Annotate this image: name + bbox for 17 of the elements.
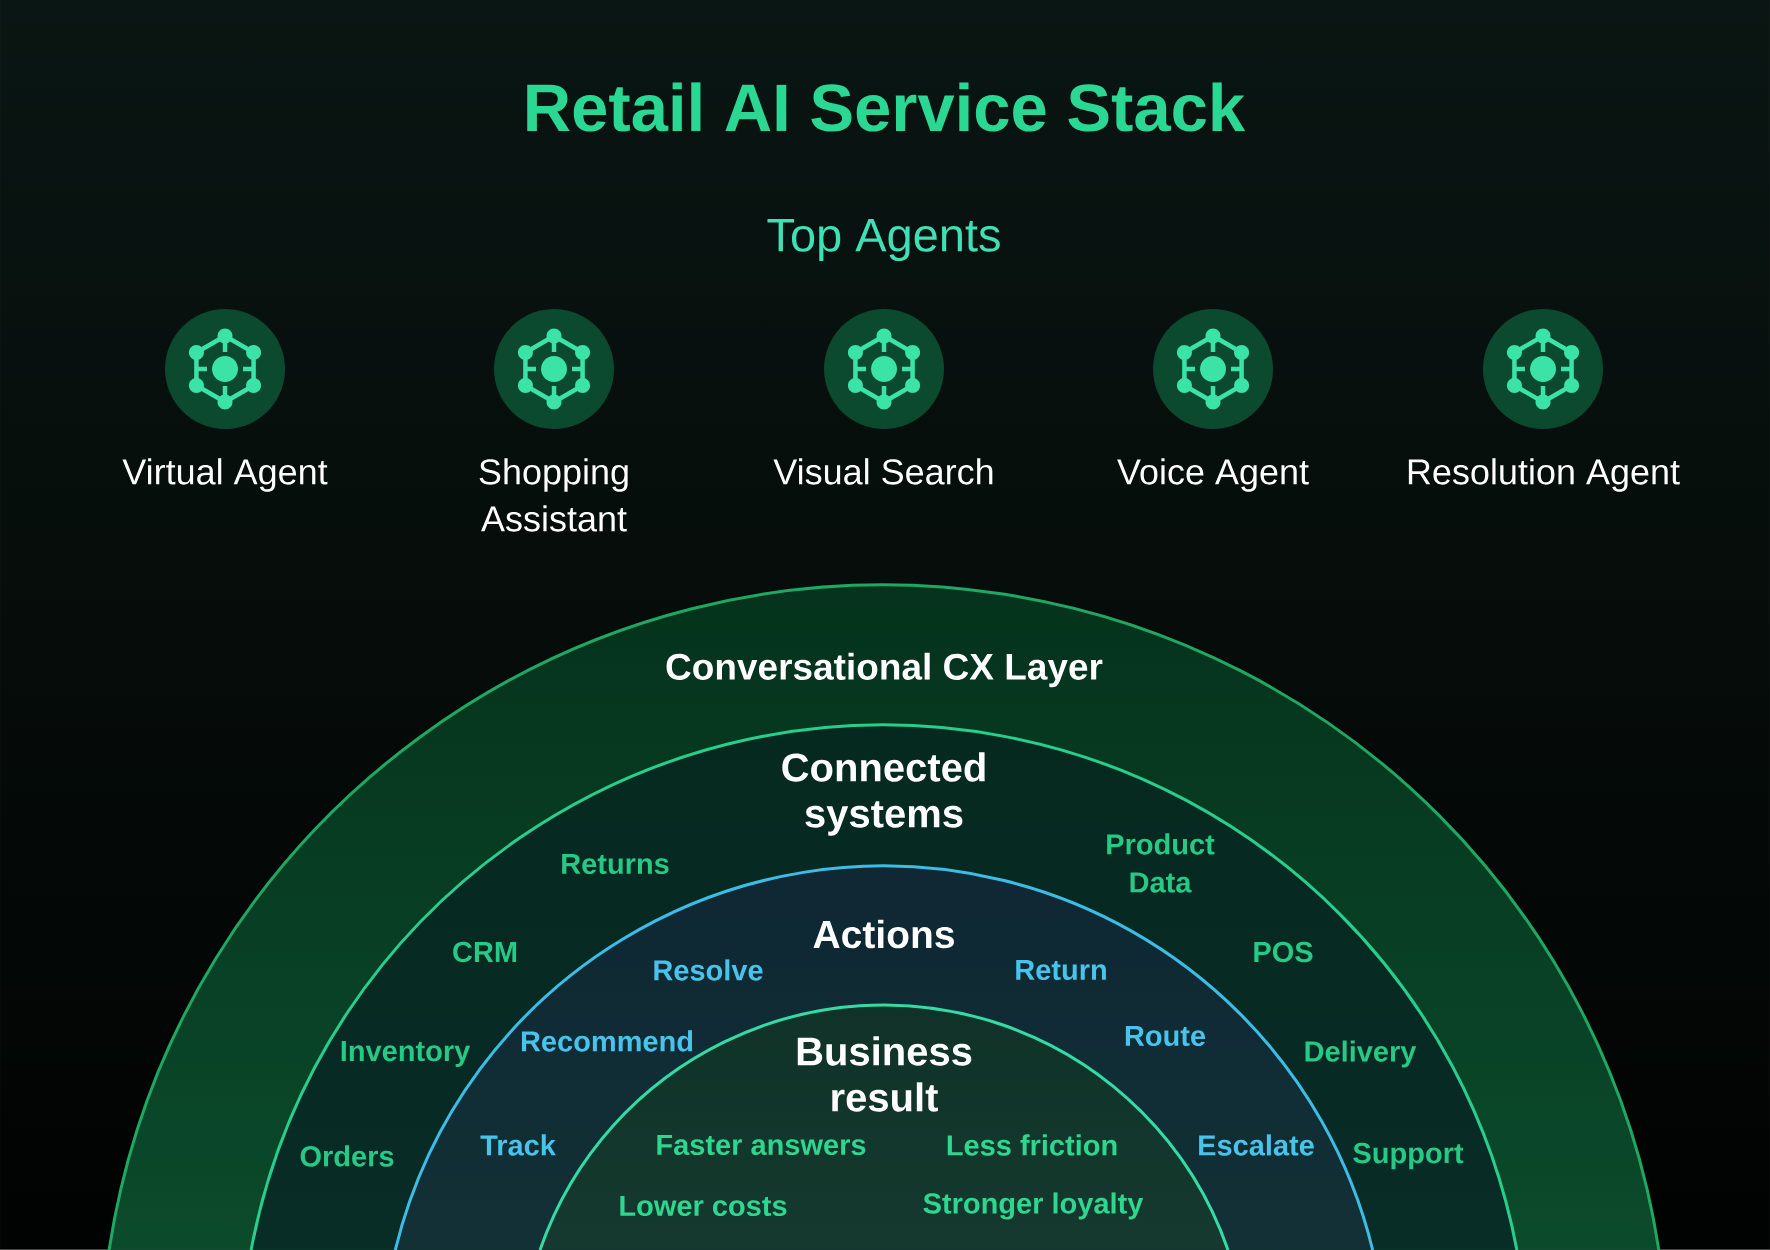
item-label: Return [1016, 959, 1106, 981]
agent-label: Shopping Assistant [479, 458, 628, 532]
item-label: Lower costs [620, 1195, 787, 1217]
item-label: Route [1125, 1025, 1206, 1047]
item-label: Faster answers [657, 1134, 866, 1156]
agent-label: Voice Agent [1117, 458, 1309, 492]
item-label: Less friction [947, 1134, 1117, 1156]
title: Retail AI Service Stack [527, 82, 1246, 132]
item-label: CRM [453, 941, 517, 963]
agent-label: Resolution Agent [1408, 458, 1680, 492]
item-label: Resolve [654, 959, 763, 981]
item-label: Orders [300, 1145, 394, 1167]
item-label: POS [1254, 941, 1313, 963]
section-heading: Top Agents [767, 218, 1000, 262]
agent-label: Visual Search [773, 458, 993, 485]
item-label: Stronger loyalty [923, 1192, 1144, 1220]
agent-label: Virtual Agent [122, 458, 328, 492]
